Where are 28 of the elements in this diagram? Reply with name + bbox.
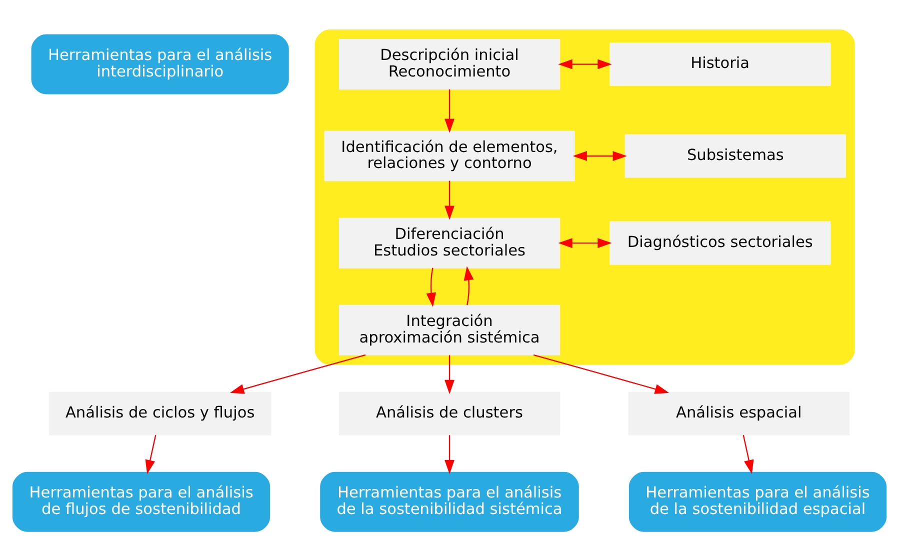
node-box: Integración aproximación sistémica — [338, 304, 560, 356]
node-box: Diagnósticos sectoriales — [610, 221, 831, 265]
node-box: Análisis de ciclos y flujos — [48, 392, 272, 436]
arrow — [464, 266, 474, 306]
arrow — [444, 89, 454, 133]
node-box: Diferenciación Estudios sectoriales — [338, 218, 560, 268]
node-box: Herramientas para el análisis de flujos de sostenibilidad — [12, 472, 270, 532]
arrow — [558, 238, 612, 248]
arrow — [742, 435, 754, 474]
cluster — [314, 30, 855, 365]
arrow — [533, 354, 670, 394]
arrow — [426, 268, 436, 307]
node-box: Identificación de elementos, relaciones y contorno — [324, 130, 575, 182]
node-box: Herramientas para el análisis de la sostenibilidad sistémica — [320, 472, 579, 532]
node-box: Herramientas para el análisis interdisciplinario — [31, 34, 289, 94]
node-box: Subsistemas — [624, 134, 846, 178]
node-box: Historia — [610, 42, 831, 86]
node-box: Herramientas para el análisis de la sostenibilidad espacial — [628, 472, 887, 532]
arrow — [444, 180, 454, 220]
arrow — [145, 435, 156, 474]
arrow — [444, 435, 454, 474]
arrow — [444, 355, 454, 394]
node-box: Descripción inicial Reconocimiento — [338, 38, 560, 90]
arrow — [558, 59, 612, 70]
node-box: Análisis de clusters — [338, 392, 560, 436]
arrow — [230, 354, 366, 394]
node-box: Análisis espacial — [628, 392, 850, 436]
arrow — [572, 151, 627, 161]
